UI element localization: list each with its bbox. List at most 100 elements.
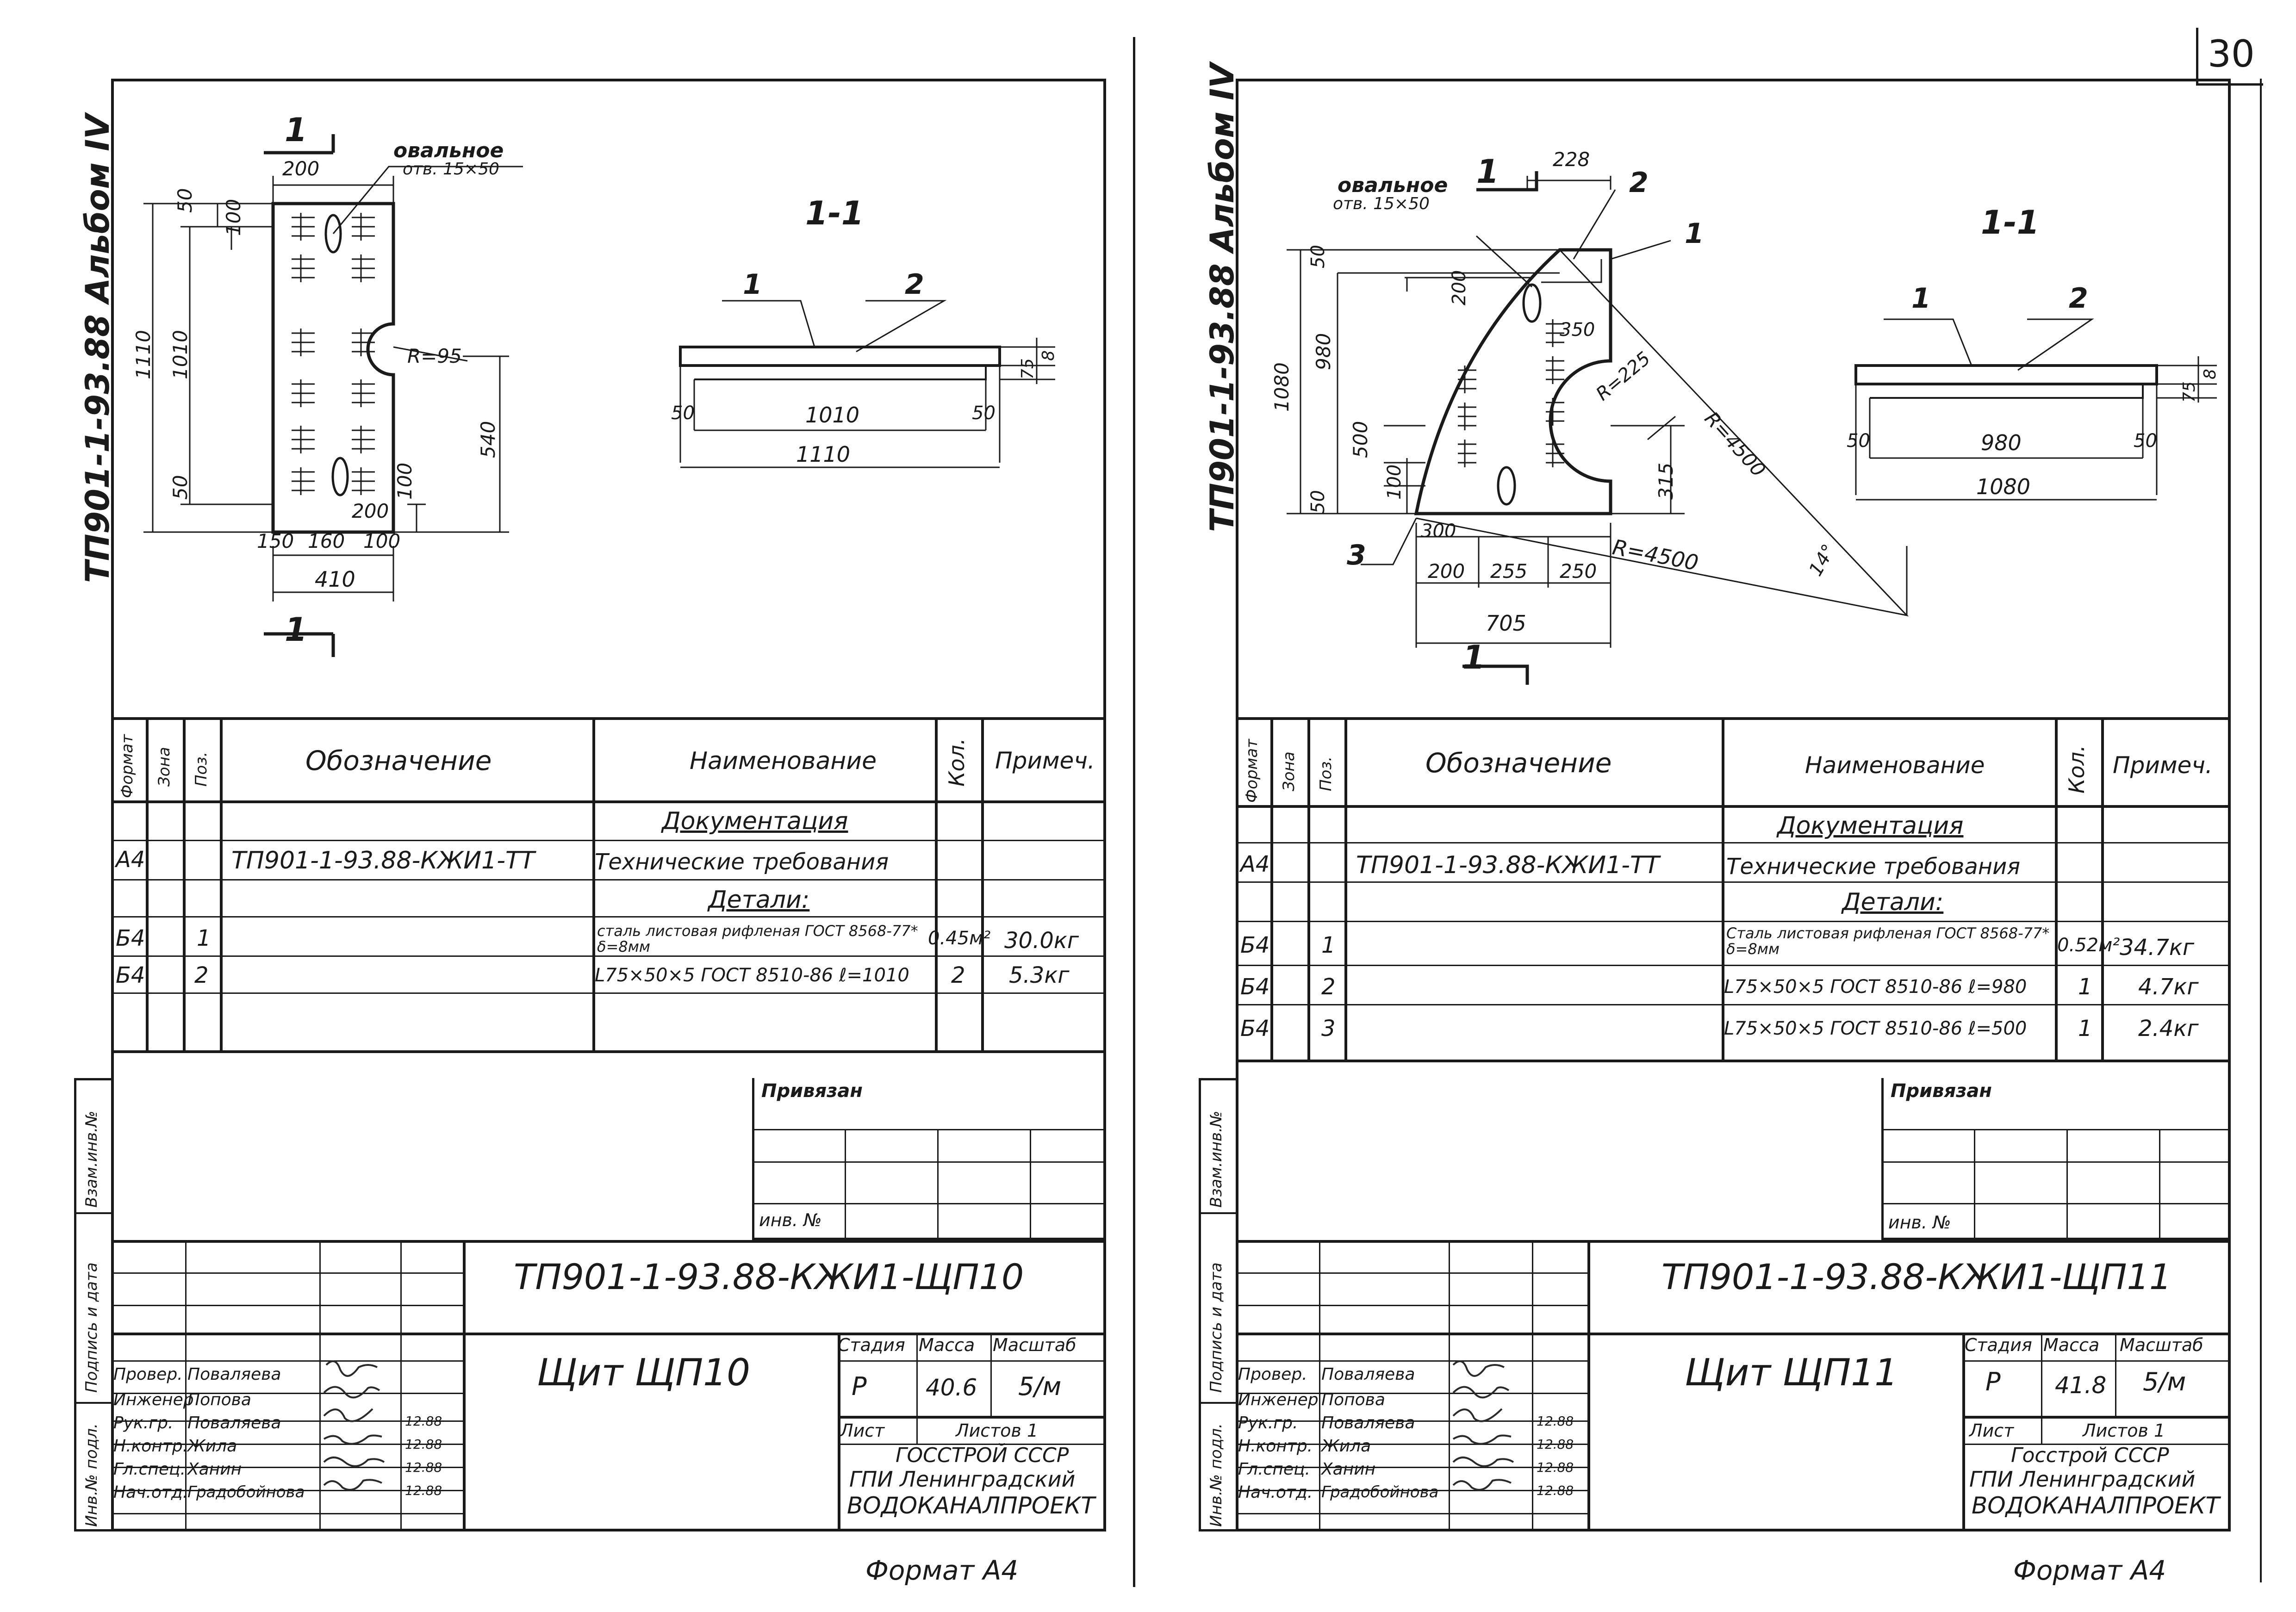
side-label-replace-inv: Взам.инв.№ bbox=[1207, 1110, 1226, 1208]
linked-box bbox=[1881, 1078, 2231, 1240]
staff-name: Жила bbox=[1321, 1437, 1371, 1456]
section-dim-8: 8 bbox=[2201, 369, 2220, 379]
staff-date: 12.88 bbox=[1537, 1437, 1574, 1452]
inv-no-label: инв. № bbox=[759, 1210, 822, 1230]
staff-role: Инженер bbox=[1238, 1390, 1319, 1409]
staff-role: Гл.спец. bbox=[1238, 1460, 1310, 1479]
scale-value: 5/м bbox=[2143, 1367, 2186, 1396]
staff-role: Инженер bbox=[113, 1390, 194, 1409]
section-title: 1-1 bbox=[1981, 204, 2040, 242]
staff-date: 12.88 bbox=[405, 1460, 442, 1475]
section-dim-980: 980 bbox=[1981, 430, 2022, 455]
dim-200-top: 200 bbox=[282, 157, 320, 180]
spec-row-name: L75×50×5 ГОСТ 8510-86 ℓ=1010 bbox=[595, 965, 909, 986]
right-edge-line bbox=[2260, 79, 2262, 1582]
dim-50-bottom: 50 bbox=[1307, 490, 1329, 514]
org-line-3: ВОДОКАНАЛПРОЕКТ bbox=[847, 1492, 1095, 1519]
staff-date: 12.88 bbox=[1537, 1414, 1574, 1429]
stage-header: Стадия bbox=[1965, 1335, 2032, 1355]
staff-role: Рук.гр. bbox=[113, 1414, 174, 1432]
section-dim-1080: 1080 bbox=[1976, 474, 2031, 499]
dim-r95: R=95 bbox=[407, 345, 462, 367]
dim-500: 500 bbox=[1349, 421, 1372, 458]
spec-row-name: L75×50×5 ГОСТ 8510-86 ℓ=500 bbox=[1724, 1018, 2027, 1039]
spec-row-note: 34.7кг bbox=[2120, 935, 2195, 961]
spec-row-fmt: Б4 bbox=[116, 962, 145, 988]
dim-50-top: 50 bbox=[174, 188, 196, 213]
spec-row-fmt: Б4 bbox=[1240, 974, 1270, 1000]
spec-header-code: Обозначение bbox=[1425, 747, 1612, 779]
dim-50: 50 bbox=[1307, 245, 1329, 268]
dim-410: 410 bbox=[315, 567, 355, 592]
staff-name: Жила bbox=[187, 1437, 237, 1456]
spec-row-pos: 2 bbox=[194, 962, 209, 988]
spec-row-pos: 1 bbox=[1321, 932, 1336, 958]
spec-header-name: Наименование bbox=[690, 747, 877, 775]
staff-role: Гл.спец. bbox=[113, 1460, 186, 1479]
mass-value: 40.6 bbox=[926, 1374, 977, 1401]
spec-header-pos: Поз. bbox=[192, 751, 211, 787]
mass-header: Масса bbox=[2043, 1335, 2100, 1355]
staff-name: Поваляева bbox=[187, 1414, 281, 1432]
spec-row-pos: 1 bbox=[197, 925, 211, 951]
dim-980: 980 bbox=[1312, 333, 1335, 370]
spec-row-note: 5.3кг bbox=[1009, 962, 1070, 988]
spec-header-note: Примеч. bbox=[2113, 752, 2213, 779]
spec-row-note: 2.4кг bbox=[2138, 1016, 2199, 1042]
center-fold-line bbox=[1133, 37, 1135, 1587]
section-mark-top: 1 bbox=[285, 111, 307, 149]
spec-row-fmt: Б4 bbox=[1240, 1016, 1270, 1042]
spec-row-doc-title: Документация bbox=[662, 807, 848, 835]
staff-name: Поваляева bbox=[1321, 1414, 1415, 1432]
org-line-1: Госстрой СССР bbox=[2011, 1444, 2169, 1467]
staff-role: Н.контр. bbox=[113, 1437, 188, 1456]
dim-200-b: 200 bbox=[1428, 560, 1465, 583]
staff-name: Поваляева bbox=[187, 1365, 281, 1384]
spec-header-code: Обозначение bbox=[305, 745, 492, 776]
hole-size: отв. 15×50 bbox=[403, 160, 499, 179]
page-number: 30 bbox=[2208, 32, 2255, 75]
sheet-label: Лист bbox=[1969, 1420, 2014, 1441]
dim-150: 150 bbox=[257, 530, 294, 552]
spec-row-qty: 1 bbox=[2078, 974, 2092, 1000]
linked-label: Привязан bbox=[1891, 1080, 1992, 1102]
side-label-signature-date: Подпись и дата bbox=[82, 1262, 101, 1393]
spec-row-fmt: Б4 bbox=[1240, 932, 1270, 958]
spec-row-fmt: А4 bbox=[1240, 851, 1270, 877]
staff-date: 12.88 bbox=[1537, 1483, 1574, 1498]
title-block bbox=[111, 1240, 1106, 1531]
section-dim-50-left: 50 bbox=[1847, 430, 1870, 452]
spec-row-code: ТП901-1-93.88-КЖИ1-ТТ bbox=[231, 847, 535, 874]
spec-row-details-title: Детали: bbox=[1842, 888, 1944, 916]
pos-1-leader: 1 bbox=[1685, 217, 1704, 250]
spec-row-name: Сталь листовая рифленая ГОСТ 8568-77* δ=… bbox=[1726, 924, 2050, 958]
staff-name: Попова bbox=[1321, 1390, 1385, 1409]
spec-row-qty: 0.45м² bbox=[928, 928, 991, 949]
section-dim-8: 8 bbox=[1039, 350, 1058, 361]
spec-row-details-title: Детали: bbox=[708, 886, 810, 914]
spec-header-qty: Кол. bbox=[2064, 745, 2089, 794]
item-title: Щит ЩП11 bbox=[1685, 1351, 1898, 1394]
section-dim-75: 75 bbox=[2180, 381, 2199, 403]
dim-1110: 1110 bbox=[132, 330, 155, 379]
staff-role: Рук.гр. bbox=[1238, 1414, 1298, 1432]
staff-role: Провер. bbox=[113, 1365, 183, 1384]
dim-540: 540 bbox=[477, 421, 499, 458]
hole-size: отв. 15×50 bbox=[1333, 194, 1430, 213]
stage-value: Р bbox=[1985, 1367, 2001, 1396]
staff-role: Нач.отд. bbox=[1238, 1483, 1313, 1502]
staff-role: Провер. bbox=[1238, 1365, 1307, 1384]
section-pos-2: 2 bbox=[905, 268, 924, 301]
scale-value: 5/м bbox=[1018, 1372, 1062, 1401]
staff-name: Градобойнова bbox=[1321, 1483, 1439, 1501]
spec-table bbox=[1236, 717, 2231, 1062]
side-album-label: ТП901-1-93.88 Альбом IV bbox=[1203, 63, 1241, 532]
spec-row-note: 4.7кг bbox=[2138, 974, 2199, 1000]
dim-100: 100 bbox=[1384, 464, 1405, 500]
spec-header-name: Наименование bbox=[1805, 752, 1985, 779]
pos-2-leader: 2 bbox=[1629, 167, 1649, 199]
org-line-2: ГПИ Ленинградский bbox=[1969, 1467, 2196, 1492]
sheets-count: Листов 1 bbox=[956, 1420, 1039, 1441]
staff-role: Нач.отд. bbox=[113, 1483, 188, 1502]
pos-3-leader: 3 bbox=[1347, 539, 1366, 571]
